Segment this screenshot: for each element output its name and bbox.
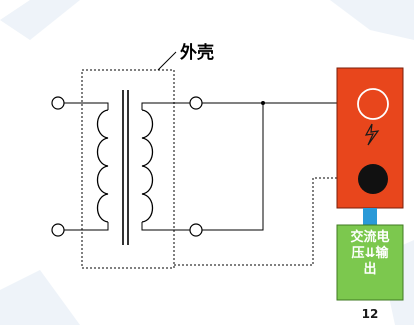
enclosure-label: 外壳	[180, 42, 214, 63]
secondary-terminal-bottom	[189, 223, 203, 237]
secondary-terminal-top	[189, 96, 203, 110]
tester-number: 12	[362, 307, 379, 321]
ground-terminal	[358, 164, 388, 194]
high-voltage-terminal	[357, 88, 389, 120]
output-panel-label: 交流电压⇊输出	[350, 230, 390, 277]
primary-terminal-top	[51, 96, 65, 110]
output-panel	[336, 224, 404, 301]
secondary-lead-top	[141, 102, 190, 110]
primary-lead-top	[64, 102, 109, 110]
enclosure-label-leader	[157, 51, 177, 71]
shorting-wire	[202, 103, 264, 231]
primary-winding	[96, 109, 109, 223]
transformer-enclosure	[81, 69, 175, 269]
tester-connector	[363, 208, 377, 225]
primary-lead-bottom	[64, 222, 109, 231]
secondary-winding	[141, 109, 154, 223]
primary-terminal-bottom	[51, 223, 65, 237]
lightning-bolt-icon	[364, 123, 380, 146]
secondary-lead-bottom	[141, 222, 190, 231]
